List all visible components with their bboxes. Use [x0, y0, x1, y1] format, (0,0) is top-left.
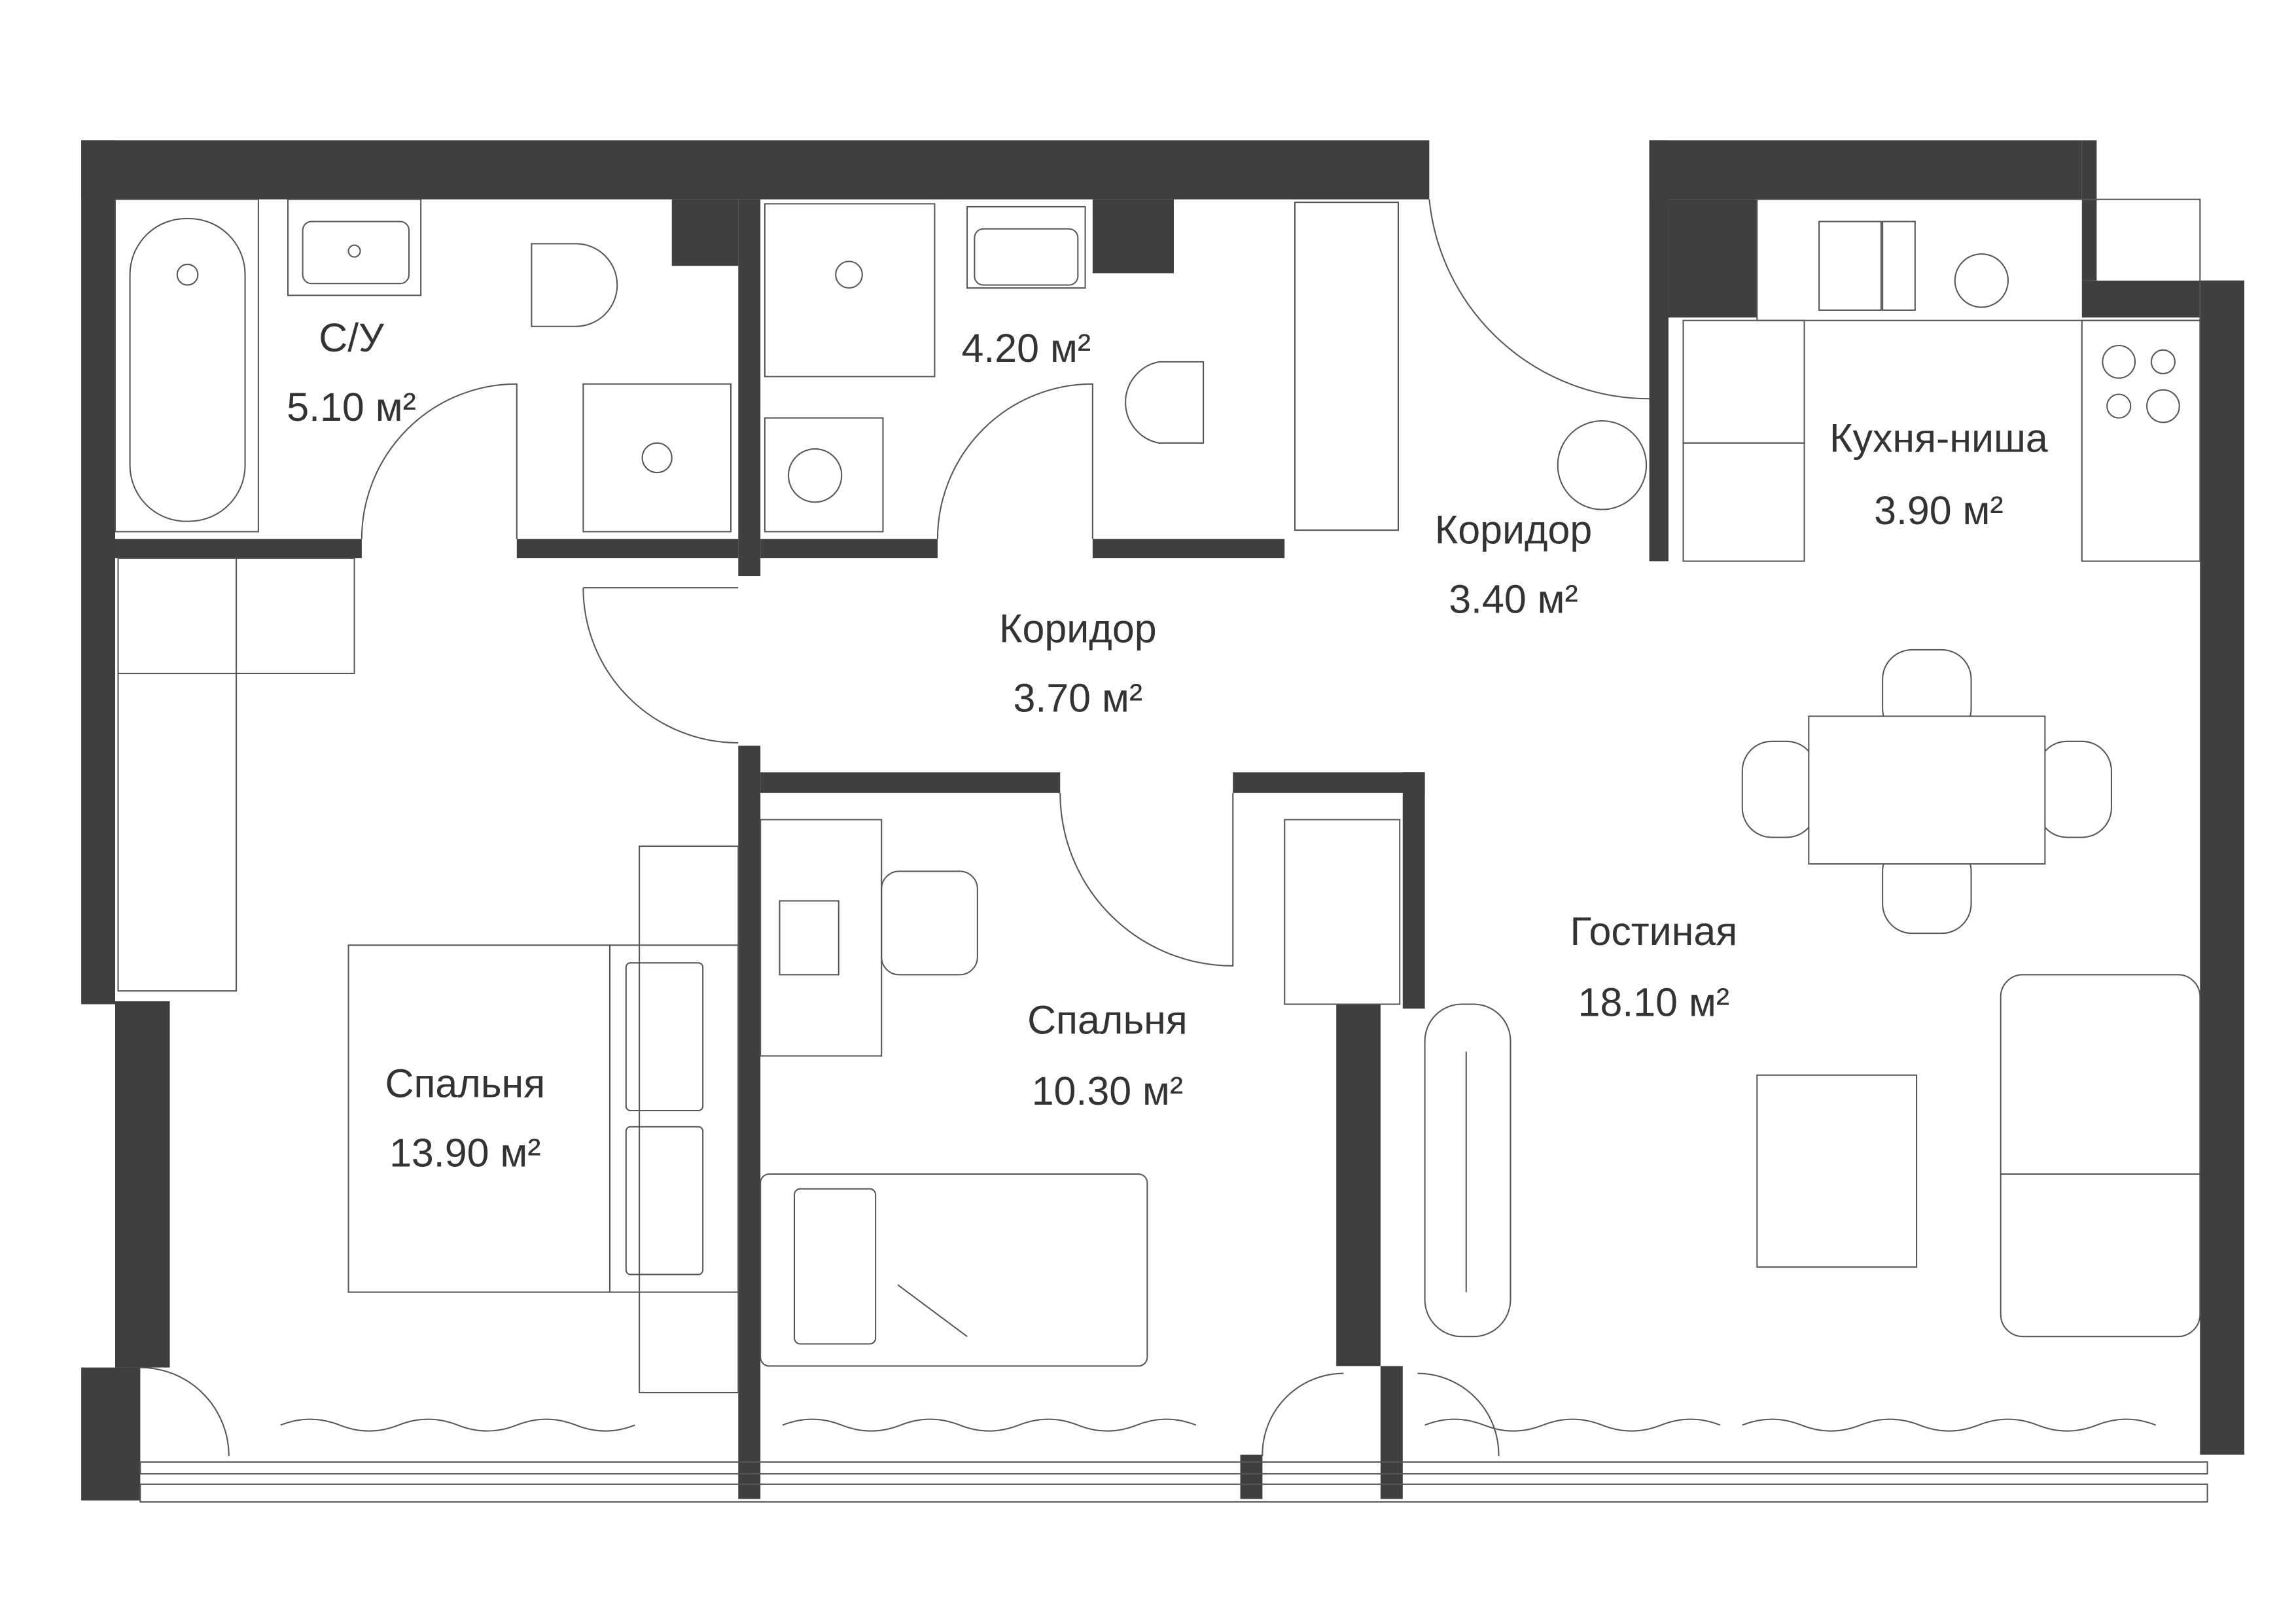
walls — [81, 140, 2245, 1501]
room-label-living-room: Гостиная 18.10 м² — [1570, 909, 1738, 1024]
room-area: 4.20 м² — [962, 326, 1091, 370]
room-area: 3.40 м² — [1449, 577, 1578, 621]
wardrobes — [117, 202, 1401, 1005]
room-name: Спальня — [1027, 998, 1188, 1043]
living-furniture — [1424, 649, 2201, 1338]
room-area: 5.10 м² — [287, 385, 416, 429]
room-name: Гостиная — [1570, 909, 1738, 954]
room-label-bathroom-1: С/У 5.10 м² — [287, 315, 416, 429]
room-area: 10.30 м² — [1032, 1069, 1184, 1113]
room-area: 18.10 м² — [1578, 980, 1730, 1025]
room-name: Коридор — [999, 607, 1157, 651]
room-name: С/У — [319, 315, 384, 360]
room-label-kitchen: Кухня-ниша 3.90 м² — [1829, 416, 2048, 533]
room-label-bathroom-2: 4.20 м² — [962, 326, 1091, 370]
room-label-bedroom-2: Спальня 10.30 м² — [1027, 998, 1188, 1113]
doors — [140, 199, 1650, 1457]
bathroom-fixtures — [114, 198, 1205, 533]
kitchen-fixtures — [1557, 198, 2201, 562]
room-area: 3.90 м² — [1874, 488, 2004, 533]
room-area: 13.90 м² — [389, 1131, 541, 1175]
room-label-corridor-1: Коридор 3.40 м² — [1435, 507, 1593, 621]
room-name: Кухня-ниша — [1829, 416, 2048, 461]
room-label-corridor-2: Коридор 3.70 м² — [999, 607, 1157, 721]
bedroom-furniture — [347, 819, 1148, 1393]
room-label-bedroom-1: Спальня 13.90 м² — [385, 1061, 545, 1175]
room-name: Спальня — [385, 1061, 545, 1106]
room-name: Коридор — [1435, 507, 1593, 552]
room-area: 3.70 м² — [1013, 676, 1142, 721]
windows — [139, 1418, 2208, 1503]
